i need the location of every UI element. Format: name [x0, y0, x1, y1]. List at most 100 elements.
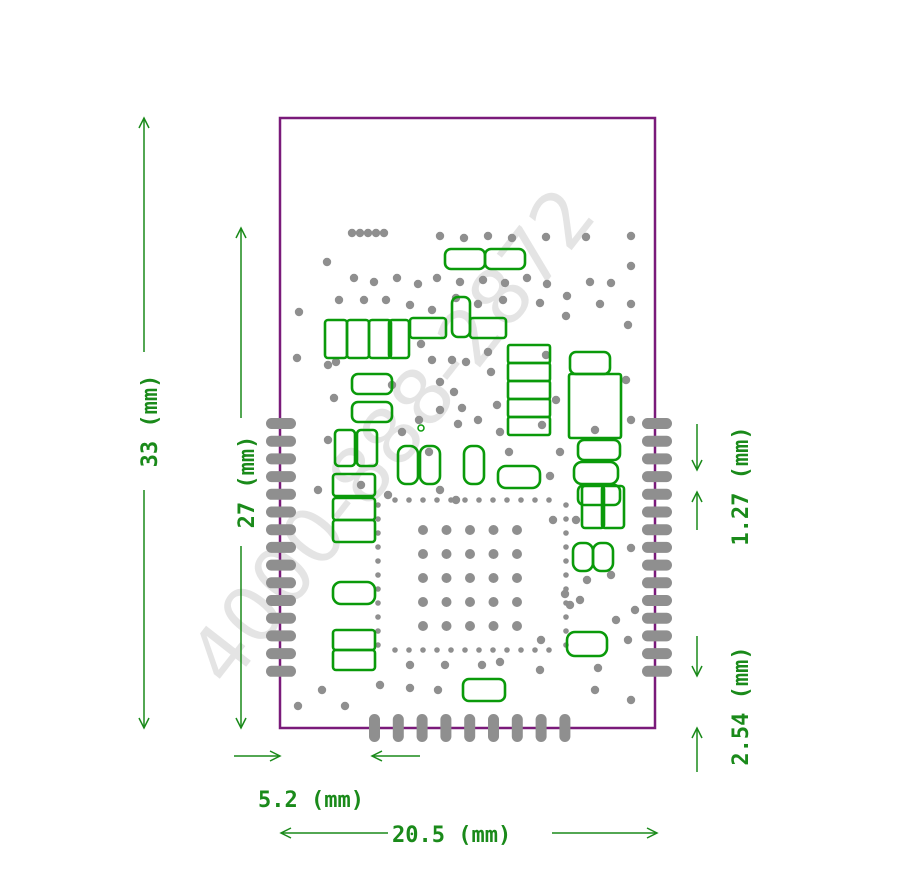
bga-ball — [488, 525, 499, 535]
silkscreen-layer — [323, 247, 626, 703]
via — [563, 628, 569, 634]
via — [626, 299, 636, 309]
bottom-edge-pad — [535, 714, 547, 742]
via — [532, 647, 538, 653]
via — [581, 232, 591, 242]
via — [434, 647, 440, 653]
via — [478, 275, 488, 285]
silkscreen-outline — [567, 372, 623, 440]
silkscreen-outline — [331, 580, 377, 606]
via — [461, 357, 471, 367]
via — [504, 497, 510, 503]
via — [507, 233, 517, 243]
left-edge-pad — [266, 559, 296, 571]
right-edge-pad — [642, 595, 672, 606]
via — [405, 660, 415, 670]
via — [575, 595, 585, 605]
right-edge-pad — [642, 524, 672, 536]
via — [381, 295, 391, 305]
via — [548, 515, 558, 525]
bga-ball — [441, 573, 452, 583]
bga-ball — [465, 525, 475, 535]
via — [483, 231, 493, 241]
via — [323, 360, 333, 370]
via — [375, 680, 385, 690]
via — [375, 642, 381, 648]
via — [477, 660, 487, 670]
via — [375, 614, 381, 620]
via — [562, 291, 572, 301]
via — [476, 647, 482, 653]
dimension-lines — [138, 116, 703, 839]
silkscreen-outline — [600, 484, 626, 530]
via — [623, 635, 633, 645]
via — [585, 277, 595, 287]
via — [375, 600, 381, 606]
via — [416, 339, 426, 349]
right-edge-pad — [642, 648, 672, 660]
via — [626, 695, 636, 705]
via — [473, 415, 483, 425]
right-edge-pad — [642, 506, 672, 518]
via — [565, 600, 575, 610]
via — [432, 273, 442, 283]
right-edge-pad — [642, 577, 672, 589]
left-edge-pad — [266, 541, 296, 553]
via — [563, 516, 569, 522]
via — [476, 497, 482, 503]
via — [322, 257, 332, 267]
left-edge-pad — [266, 453, 296, 465]
silkscreen-outline — [506, 397, 552, 419]
silkscreen-outline — [506, 361, 552, 383]
via — [542, 279, 552, 289]
via — [427, 355, 437, 365]
left-edge-pad — [266, 648, 296, 660]
via — [518, 497, 524, 503]
via — [392, 497, 398, 503]
via — [582, 575, 592, 585]
via — [435, 377, 445, 387]
via — [375, 502, 381, 508]
via — [347, 228, 357, 238]
via — [392, 273, 402, 283]
bga-ball — [441, 525, 452, 535]
via — [435, 405, 445, 415]
via — [490, 497, 496, 503]
via — [383, 490, 393, 500]
silkscreen-outline — [323, 318, 349, 360]
silkscreen-outline — [461, 677, 507, 703]
via — [405, 300, 415, 310]
bga-ball — [465, 621, 475, 631]
via — [427, 305, 437, 315]
left-edge-pad — [266, 418, 296, 429]
bga-ball — [512, 573, 522, 583]
dim-total-height-label: 33 (mm) — [138, 375, 163, 468]
via — [451, 495, 461, 505]
left-edge-pad — [266, 665, 296, 677]
bga-ball — [512, 621, 522, 631]
via — [349, 273, 359, 283]
bga-ball — [488, 597, 499, 607]
silkscreen-outline — [580, 484, 606, 530]
via — [606, 570, 616, 580]
via — [317, 685, 327, 695]
via — [563, 558, 569, 564]
via — [448, 647, 454, 653]
via — [504, 447, 514, 457]
via — [375, 586, 381, 592]
via — [406, 647, 412, 653]
left-edge-pad — [266, 506, 296, 518]
right-edge-pad — [642, 665, 672, 677]
bga-ball — [441, 621, 452, 631]
via — [490, 647, 496, 653]
silkscreen-outline — [496, 464, 542, 490]
bga-ball — [465, 597, 475, 607]
bga-ball — [465, 549, 475, 559]
via — [551, 395, 561, 405]
bottom-edge-pad — [392, 714, 404, 742]
via — [356, 480, 366, 490]
via — [611, 615, 621, 625]
bga-ball — [488, 573, 499, 583]
via — [355, 228, 365, 238]
